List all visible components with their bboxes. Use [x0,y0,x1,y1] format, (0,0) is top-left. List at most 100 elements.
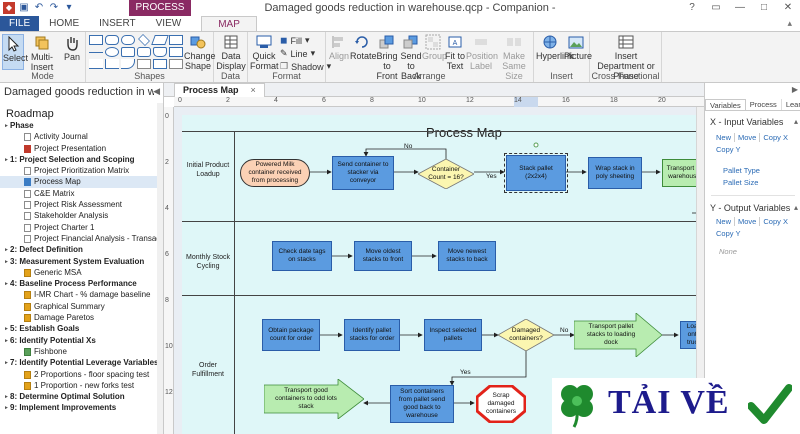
make-same-size-button[interactable]: Make Same Size [496,34,532,81]
shape-diamond-icon[interactable] [138,34,150,46]
node-check-date-tags[interactable]: Check date tags on stacks [272,241,332,271]
shape-gallery[interactable] [89,34,183,69]
close-tab-icon[interactable]: × [250,85,256,95]
roadmap-document[interactable]: C&E Matrix [0,188,158,199]
roadmap-document[interactable]: Activity Journal [0,131,158,142]
y-collapse-icon[interactable]: ▴ [793,203,798,212]
collapse-panel-icon[interactable]: ◀ [153,86,160,96]
y-move-link[interactable]: Move [735,217,761,226]
position-label-button[interactable]: Position Label [466,34,498,71]
roadmap-phase[interactable]: 1: Project Selection and Scoping [0,154,158,165]
roadmap-phase[interactable]: 8: Determine Optimal Solution [0,391,158,402]
shape-connector-icon[interactable] [89,59,103,69]
y-new-link[interactable]: New [713,217,736,226]
x-collapse-icon[interactable]: ▴ [793,117,798,126]
roadmap-phase[interactable]: Phase [0,120,158,131]
node-identify-pallet-stacks[interactable]: Identify pallet stacks for order [344,319,400,351]
quick-format-button[interactable]: Quick Format [250,34,279,71]
send-to-back-button[interactable]: Send to Back [400,34,422,81]
decision-container-count[interactable]: Container Count = 16? [418,159,474,189]
y-copy-x-link[interactable]: Copy X [763,217,788,226]
node-transport-to-dock[interactable]: Transport pallet stacks to loading dock [574,313,662,357]
roadmap-document[interactable]: Fishbone [0,346,158,357]
roadmap-document[interactable]: Process Map [0,176,158,188]
shape-arrow-icon[interactable] [89,47,103,57]
collapse-ribbon-icon[interactable]: ▴ [787,18,792,28]
shape-octagon-icon[interactable] [137,47,151,57]
shape-circle-icon[interactable] [105,47,119,57]
shape-cylinder-icon[interactable] [153,47,167,57]
map-canvas[interactable]: Process Map Initial Product Loadup Month… [174,107,696,434]
pane-collapse-icon[interactable]: ▶ [791,85,798,94]
roadmap-phase[interactable]: 6: Identify Potential Xs [0,335,158,346]
close-icon[interactable]: ✕ [783,2,793,13]
node-transport-to-warehouse[interactable]: Transport to warehouse [662,159,696,187]
roadmap-document[interactable]: Project Financial Analysis - Transaction… [0,233,158,244]
roadmap-document[interactable]: Damage Paretos [0,312,158,323]
insert-department-button[interactable]: Insert Department or Phase [592,34,660,81]
roadmap-phase[interactable]: 2: Defect Definition [0,244,158,255]
shape-elbow-icon[interactable] [105,59,119,69]
roadmap-document[interactable]: Stakeholder Analysis [0,210,158,221]
roadmap-phase[interactable]: 3: Measurement System Evaluation [0,256,158,267]
roadmap-document[interactable]: Project Prioritization Matrix [0,165,158,176]
x-item-pallet-type[interactable]: Pallet Type [723,166,760,175]
data-display-button[interactable]: Data Display [216,34,246,71]
ribbon-display-icon[interactable]: ▭ [711,2,721,13]
tab-file[interactable]: FILE [0,16,40,31]
rotate-button[interactable]: Rotate [350,34,377,70]
node-send-to-stacker[interactable]: Send container to stacker via conveyor [332,156,394,190]
hyperlink-button[interactable]: Hyperlink [536,34,574,70]
shape-document-icon[interactable] [169,35,183,45]
node-powdered-milk-received[interactable]: Powered Milk container received from pro… [240,159,310,187]
roadmap-document[interactable]: 2 Proportions - floor spacing test [0,369,158,380]
change-shape-button[interactable]: Change Shape [184,34,216,71]
maximize-icon[interactable]: □ [760,2,768,13]
node-transport-odd-lots[interactable]: Transport good containers to odd lots st… [264,379,364,419]
roadmap-document[interactable]: Graphical Summary [0,301,158,312]
node-load-truck[interactable]: Load onto truck [680,321,696,349]
align-button[interactable]: Align [328,34,350,70]
shape-curve-icon[interactable] [121,59,135,69]
node-move-oldest[interactable]: Move oldest stacks to front [354,241,412,271]
x-new-link[interactable]: New [713,133,736,142]
shape-parallelogram-icon[interactable] [151,35,169,45]
shape-text-icon[interactable] [137,59,151,69]
shadow-button[interactable]: ❒Shadow▾ [280,61,331,72]
customize-qat-icon[interactable]: ▾ [66,2,72,13]
tab-home[interactable]: HOME [49,18,80,29]
roadmap-document[interactable]: Project Presentation [0,143,158,154]
node-stack-pallet[interactable]: Stack pallet (2x2x4) [504,153,568,193]
node-inspect-pallets[interactable]: Inspect selected pallets [424,319,482,351]
tab-insert[interactable]: INSERT [99,18,136,29]
decision-damaged-containers[interactable]: Damaged containers? [498,319,554,351]
tab-process-map[interactable]: Process Map× [174,83,265,97]
bring-to-front-button[interactable]: Bring to Front [374,34,400,81]
picture-button[interactable]: Picture [564,34,592,70]
tab-process[interactable]: Process [746,99,782,110]
shape-more-icon[interactable] [169,59,183,69]
roadmap-document[interactable]: Generic MSA [0,267,158,278]
node-wrap-stack[interactable]: Wrap stack in poly sheeting [588,157,642,189]
roadmap-document[interactable]: Project Charter 1 [0,222,158,233]
save-icon[interactable]: ▣ [19,2,29,13]
shape-hexagon-icon[interactable] [121,47,135,57]
minimize-icon[interactable]: — [735,2,745,13]
roadmap-phase[interactable]: 4: Baseline Process Performance [0,278,158,289]
tab-view[interactable]: VIEW [155,18,182,29]
pan-button[interactable]: Pan [60,34,84,70]
tab-lean[interactable]: Lean [782,99,800,110]
roadmap-phase[interactable]: 9: Implement Improvements [0,402,158,413]
roadmap-scrollbar[interactable] [157,103,163,434]
node-move-newest[interactable]: Move newest stacks to back [438,241,496,271]
shape-terminal-icon[interactable] [121,35,135,45]
line-button[interactable]: ✎Line▾ [280,48,315,59]
y-copy-y-link[interactable]: Copy Y [716,229,741,238]
x-item-pallet-size[interactable]: Pallet Size [723,178,759,187]
x-copy-x-link[interactable]: Copy X [763,133,788,142]
fill-button[interactable]: ◼Fill▾ [280,35,310,46]
canvas-scrollbar[interactable] [696,107,704,434]
fit-to-text-button[interactable]: A Fit to Text [444,34,466,71]
tab-variables[interactable]: Variables [705,99,746,110]
roadmap-document[interactable]: Project Risk Assessment [0,199,158,210]
